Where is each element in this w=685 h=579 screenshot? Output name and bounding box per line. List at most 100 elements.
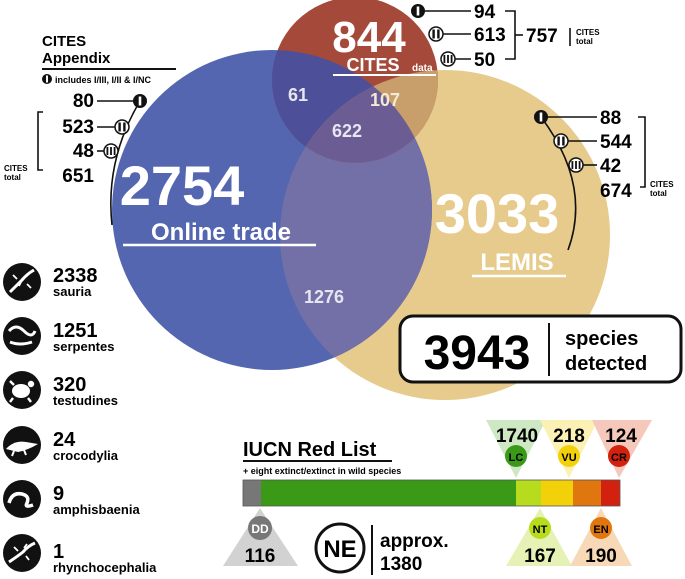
lemis-appendix-3-icon: [568, 157, 584, 173]
taxon-testudines: 320 testudines: [3, 371, 118, 409]
cites-appendix-2-icon: [428, 26, 444, 42]
lemis-cites-total: 674: [600, 181, 632, 202]
cites-top-app1: 94: [474, 2, 496, 23]
cites-data-legend: 94 613 50 757 CITES total: [411, 2, 600, 71]
lemis-cites-app2: 544: [600, 132, 632, 153]
online-label: Online trade: [151, 219, 291, 246]
species-detected-box: 3943 species detected: [398, 314, 683, 384]
vu-badge: [558, 445, 580, 467]
online-appendix-1-icon: [133, 94, 147, 108]
cites-appendix-legend: CITES Appendix includes I/III, I/II & I/…: [4, 33, 176, 226]
cites-top-total: 757: [526, 26, 558, 47]
lc-badge: [505, 445, 527, 467]
cites-appendix-title-2: Appendix: [42, 50, 111, 67]
lemis-cites-total-label-1: CITES: [650, 180, 674, 189]
cites-appendix-note: includes I/III, I/II & I/NC: [55, 75, 152, 85]
taxon-name: serpentes: [53, 339, 114, 354]
online-cites-total-label-2: total: [4, 173, 21, 182]
ne-code: NE: [323, 536, 356, 563]
cites-count: 844: [332, 13, 406, 62]
cr-badge: [608, 445, 630, 467]
lemis-appendix-1-icon: [534, 110, 548, 124]
cr-segment: [601, 480, 620, 506]
taxon-count: 9: [53, 483, 64, 505]
ne-badge: [314, 522, 366, 574]
taxon-count: 1251: [53, 320, 98, 342]
taxon-crocodylia: 24 crocodylia: [3, 426, 119, 464]
overlap-online-lemis: 1276: [304, 287, 344, 307]
cites-top-total-label-1: CITES: [576, 28, 600, 37]
taxon-serpentes: 1251 serpentes: [3, 317, 114, 355]
ne-count: 1380: [380, 554, 422, 575]
iucn-title: IUCN Red List: [243, 439, 377, 461]
species-count: 3943: [424, 327, 531, 380]
lemis-appendix-2-icon: [553, 133, 569, 149]
taxon-amphisbaenia: 9 amphisbaenia: [3, 480, 140, 518]
lemis-cites-legend: 88 544 42 674 CITES total: [534, 108, 674, 251]
dd-segment: [243, 480, 261, 506]
taxon-name: sauria: [53, 284, 92, 299]
venn-diagram: 844 CITES data 61 107 622 1276 2754 Onli…: [112, 0, 610, 400]
en-code: EN: [593, 524, 608, 536]
online-appendix-2-icon: [114, 119, 130, 135]
cr-code: CR: [611, 452, 627, 464]
taxon-rhynchocephalia: 1 rhynchocephalia: [3, 534, 157, 575]
amphisbaenia-icon: [3, 480, 41, 518]
cites-top-connectors: [424, 10, 571, 60]
taxon-name: crocodylia: [53, 448, 119, 463]
online-cites-total-label-1: CITES: [4, 164, 28, 173]
online-cites-app3: 48: [73, 141, 94, 162]
appendix-one-icon: [42, 74, 52, 84]
nt-badge: [529, 517, 551, 539]
taxon-count: 2338: [53, 265, 98, 287]
nt-segment: [516, 480, 541, 506]
cites-label: CITES: [346, 55, 399, 75]
online-cites-app2: 523: [62, 117, 94, 138]
cites-top-app3: 50: [474, 50, 495, 71]
lc-code: LC: [509, 452, 524, 464]
vu-count: 218: [553, 426, 585, 447]
cr-count: 124: [605, 426, 637, 447]
online-cites-total: 651: [62, 166, 94, 187]
dd-count: 116: [245, 546, 276, 567]
nt-code: NT: [533, 524, 548, 536]
cites-appendix-1-icon: [411, 4, 425, 18]
cites-sub-label: data: [412, 63, 433, 74]
en-count: 190: [585, 546, 617, 567]
en-badge: [590, 517, 612, 539]
overlap-online-cites: 61: [288, 85, 308, 105]
online-appendix-3-icon: [103, 143, 119, 159]
lemis-cites-connectors: [540, 116, 646, 251]
taxon-name: amphisbaenia: [53, 502, 140, 517]
cites-top-total-label-2: total: [576, 37, 593, 46]
nt-count: 167: [524, 546, 556, 567]
online-count: 2754: [120, 154, 245, 217]
lc-segment: [261, 480, 516, 506]
snake-icon: [3, 317, 41, 355]
taxon-sauria: 2338 sauria: [3, 263, 98, 301]
vu-segment: [541, 480, 573, 506]
taxon-count: 24: [53, 429, 76, 451]
taxa-list: 2338 sauria 1251 serpentes 320 testudine…: [3, 263, 157, 575]
species-label-1: species: [565, 328, 638, 350]
dd-code: DD: [251, 522, 269, 536]
iucn-subtitle: + eight extinct/extinct in wild species: [243, 466, 401, 476]
lemis-cites-total-label-2: total: [650, 189, 667, 198]
online-cites-app1: 80: [73, 91, 94, 112]
ne-approx: approx.: [380, 531, 449, 552]
lemis-cites-app1: 88: [600, 108, 621, 129]
cites-appendix-title-1: CITES: [42, 33, 86, 50]
cites-top-app2: 613: [474, 25, 506, 46]
vu-code: VU: [561, 452, 576, 464]
dd-badge: [248, 516, 272, 540]
iucn-bar: [242, 479, 621, 507]
taxon-count: 320: [53, 374, 86, 396]
taxon-name: testudines: [53, 393, 118, 408]
lemis-cites-app3: 42: [600, 156, 621, 177]
lc-count: 1740: [496, 426, 538, 447]
cites-appendix-3-icon: [440, 51, 456, 67]
taxon-count: 1: [53, 541, 64, 563]
overlap-all-three: 622: [332, 121, 362, 141]
species-label-2: detected: [565, 353, 647, 375]
